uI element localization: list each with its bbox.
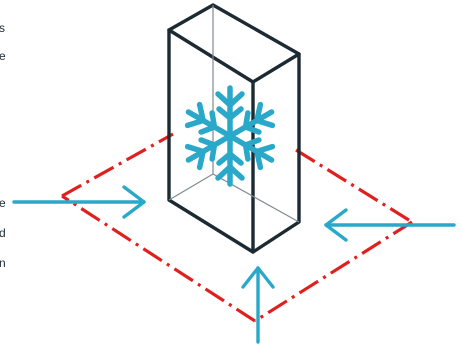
text-fragment-5: n [0,256,6,270]
text-fragment-1: s [0,21,5,35]
boundary-edge-top-right [295,148,413,224]
snowflake-branch-2 [227,101,276,139]
arrows [12,185,456,344]
snowflake-icon [184,85,276,187]
snowflake-branch-6 [184,101,233,139]
boundary-edge-bottom-left [61,194,256,323]
snowflake-branch-3 [227,133,276,171]
arrow-icon-right [324,208,456,242]
freezer-cabinet-icon [167,3,301,254]
text-fragment-3: e [0,196,6,210]
boundary-edge-top-left [61,132,174,198]
arrow-icon-left [12,185,146,219]
boundary-edge-bottom-right [254,220,413,323]
snowflake-branch-5 [184,133,233,171]
dashed-boundary [61,132,413,323]
snowflake-branch-1 [215,85,245,139]
text-fragment-2: e [0,49,6,63]
cabinet-side-face [251,52,301,254]
arrow-icon-bottom [241,266,275,344]
snowflake-branch-4 [215,133,245,187]
cabinet-top-face [167,3,301,56]
text-fragment-4: d [0,226,6,240]
